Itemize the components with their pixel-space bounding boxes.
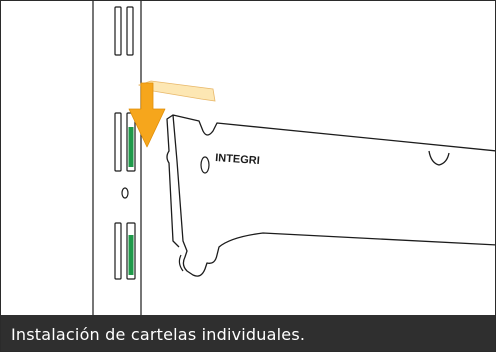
bracket-brand-label: INTEGRI xyxy=(215,152,260,167)
upright-slots-top xyxy=(114,6,134,56)
bracket-hole xyxy=(200,156,210,174)
caption-bar: Instalación de cartelas individuales. xyxy=(1,315,495,351)
bracket-top-notch xyxy=(428,150,450,166)
green-slot-middle xyxy=(128,127,134,167)
upright-slots-middle xyxy=(114,112,136,172)
upright-hole xyxy=(121,187,129,199)
green-slot-bottom xyxy=(128,235,134,275)
bracket-installation-illustration: INTEGRI xyxy=(92,1,495,315)
down-arrow-icon xyxy=(128,82,166,148)
wall-upright xyxy=(92,1,142,315)
bracket-outline xyxy=(172,114,495,277)
bracket-hook-notch xyxy=(178,254,184,272)
upright-slots-bottom xyxy=(114,222,136,280)
caption-text: Instalación de cartelas individuales. xyxy=(11,324,306,344)
bracket-front-edge xyxy=(166,114,180,248)
